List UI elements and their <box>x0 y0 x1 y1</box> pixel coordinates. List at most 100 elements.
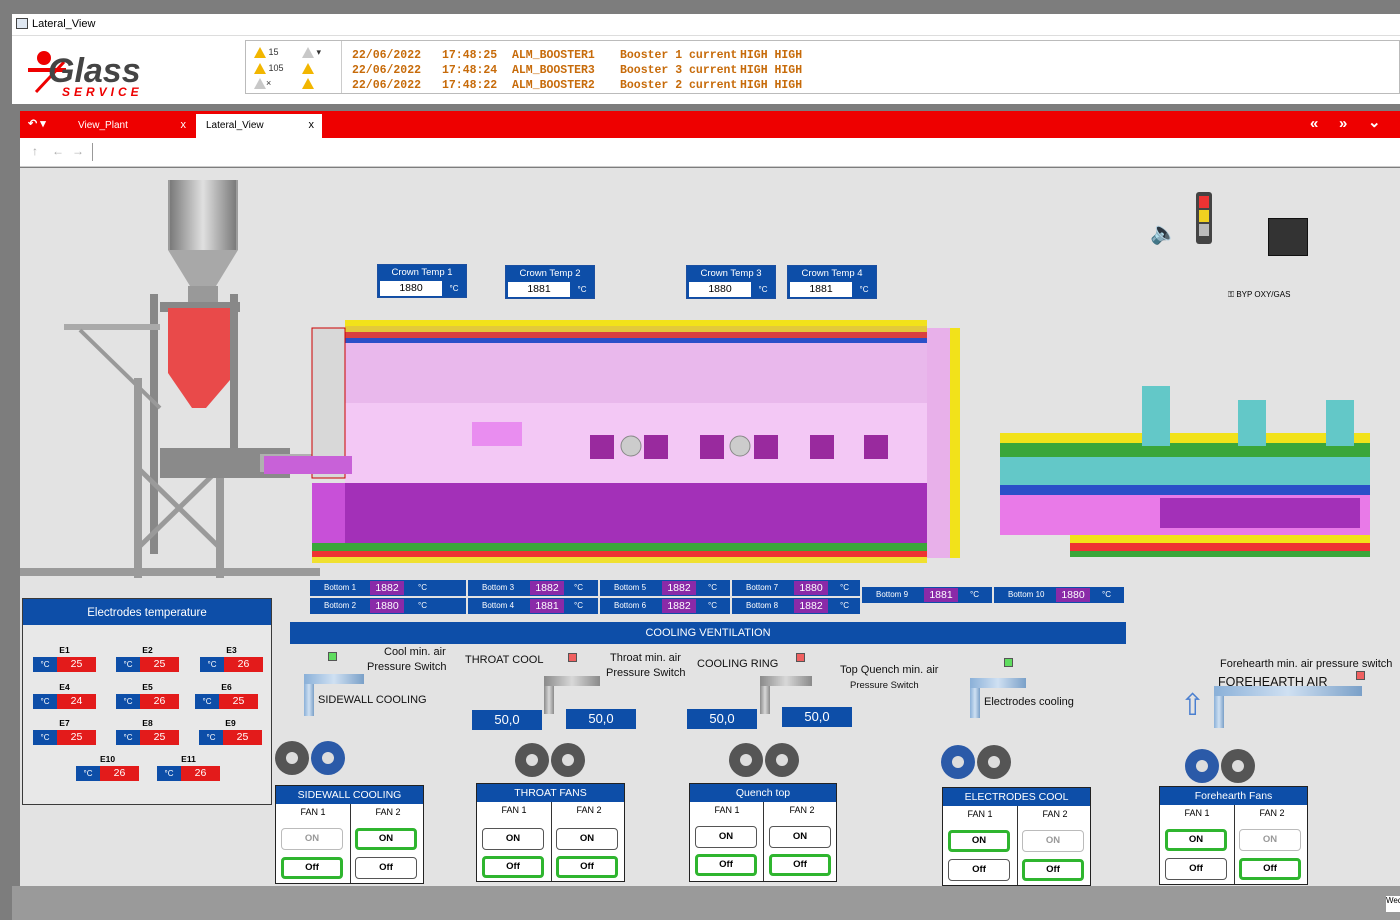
alarm-counters: 15 105 × ▾ <box>246 41 342 93</box>
electrode-unit: °C <box>116 694 140 709</box>
bottom-temp-label: Bottom 4 <box>482 601 515 610</box>
plc-rack-icon[interactable] <box>1268 218 1308 256</box>
alarm-desc: Booster 1 current <box>620 49 738 62</box>
undo-menu-icon[interactable]: ↶ ▾ <box>28 118 46 130</box>
crown-temp-value: 1880 <box>689 282 751 297</box>
fan1-label: FAN 1 <box>501 805 527 815</box>
fan-pair-icon <box>728 736 800 778</box>
tab-view-plant[interactable]: View_Plant x <box>68 114 194 138</box>
furnace-illustration <box>20 180 1370 578</box>
tab-close-icon[interactable]: x <box>308 119 315 131</box>
nav-up-icon[interactable]: ↑ <box>32 144 38 158</box>
fan1-off-button[interactable]: Off <box>948 859 1010 881</box>
electrode-value: 26 <box>100 766 139 781</box>
speaker-icon[interactable]: 🔈 <box>1150 220 1178 245</box>
sound-alarm-icon[interactable] <box>302 47 314 59</box>
tab-next-button[interactable]: » <box>1339 115 1348 132</box>
nav-back-icon[interactable]: ← <box>52 144 64 158</box>
fan1-off-button[interactable]: Off <box>1165 858 1227 880</box>
electrode-name: E3 <box>226 645 237 655</box>
status-date: Wed <box>1386 896 1400 912</box>
air-duct <box>970 680 980 718</box>
svg-text:SERVICE: SERVICE <box>62 85 143 99</box>
fan2-on-button[interactable]: ON <box>556 828 618 850</box>
alarm-count-total: 105 <box>268 63 284 73</box>
fan2-off-button[interactable]: Off <box>1239 858 1301 880</box>
fan1-on-button[interactable]: ON <box>695 826 757 848</box>
fan2-off-button[interactable]: Off <box>355 857 417 879</box>
fan2-on-button[interactable]: ON <box>1239 829 1301 851</box>
electrode-value: 26 <box>224 657 263 672</box>
fan-pair-icon <box>1184 742 1256 784</box>
tab-menu-button[interactable]: ⌄ <box>1368 114 1381 131</box>
electrodes-cooling-label: Electrodes cooling <box>984 696 1074 708</box>
crown-temp-unit: °C <box>758 285 768 294</box>
fan2-on-button[interactable]: ON <box>1022 830 1084 852</box>
fan2-off-button[interactable]: Off <box>556 856 618 878</box>
fan2-on-button[interactable]: ON <box>355 828 417 850</box>
bottom-temp-label: Bottom 3 <box>482 583 515 592</box>
fan1-on-button[interactable]: ON <box>948 830 1010 852</box>
alarm-summary[interactable]: 15 105 × ▾ 22/06/2022 17:48:25 ALM_BOOST… <box>245 40 1400 94</box>
panel-title: THROAT FANS <box>477 784 624 802</box>
fan1-off-button[interactable]: Off <box>482 856 544 878</box>
alarm-ack-icon[interactable] <box>302 63 314 75</box>
bottom-temp-label: Bottom 2 <box>324 601 357 610</box>
crown-temp-unit: °C <box>577 285 587 294</box>
forehearth-min-air-label: Forehearth min. air pressure switch <box>1220 658 1393 670</box>
tab-prev-button[interactable]: « <box>1310 115 1319 132</box>
fan1-on-button[interactable]: ON <box>482 828 544 850</box>
alarm-tag: ALM_BOOSTER2 <box>512 79 595 92</box>
bottom-temp-label: Bottom 9 <box>876 590 909 599</box>
panel-title: Forehearth Fans <box>1160 787 1307 805</box>
tab-lateral-view[interactable]: Lateral_View x <box>196 114 322 138</box>
quench-readout-1: 50,0 <box>687 709 757 729</box>
alarm-time: 17:48:25 <box>442 49 498 62</box>
status-bar: Wed <box>12 886 1400 920</box>
fan1-label: FAN 1 <box>300 807 326 817</box>
fan2-off-button[interactable]: Off <box>769 854 831 876</box>
alarm-desc: Booster 3 current <box>620 64 738 77</box>
svg-text:Glass: Glass <box>48 52 141 90</box>
crown-temp-unit: °C <box>449 284 459 293</box>
electrode-unit: °C <box>33 730 57 745</box>
bottom-temp-label: Bottom 5 <box>614 583 647 592</box>
electrode-name: E7 <box>59 718 70 728</box>
byp-oxy-gas: ⚿ BYP OXY/GAS <box>1228 290 1290 300</box>
fan2-on-button[interactable]: ON <box>769 826 831 848</box>
bottom-temp-unit: °C <box>418 601 427 610</box>
fan2-label: FAN 2 <box>375 807 401 817</box>
fan1-on-button[interactable]: ON <box>281 828 343 850</box>
fan2-off-button[interactable]: Off <box>1022 859 1084 881</box>
tab-close-icon[interactable]: x <box>180 119 187 131</box>
fan1-off-button[interactable]: Off <box>695 854 757 876</box>
quench-readout-2: 50,0 <box>782 707 852 727</box>
tab-label: View_Plant <box>78 120 128 131</box>
fan1-label: FAN 1 <box>714 805 740 815</box>
nav-divider <box>92 143 93 161</box>
electrode-value: 25 <box>140 657 179 672</box>
bottom-temp-label: Bottom 1 <box>324 583 357 592</box>
warning-icon <box>254 63 266 75</box>
bottom-temp-label: Bottom 6 <box>614 601 647 610</box>
electrode-name: E11 <box>181 754 196 764</box>
fan1-on-button[interactable]: ON <box>1165 829 1227 851</box>
nav-forward-icon[interactable]: → <box>72 144 84 158</box>
fan1-off-button[interactable]: Off <box>281 857 343 879</box>
alarm-list-icon[interactable] <box>302 78 314 90</box>
throat-fans-panel: THROAT FANS FAN 1 FAN 2 ON ON Off Off <box>476 783 625 882</box>
cooling-ventilation-header: COOLING VENTILATION <box>290 622 1126 644</box>
bottom-temp-value: 1882 <box>370 581 404 595</box>
